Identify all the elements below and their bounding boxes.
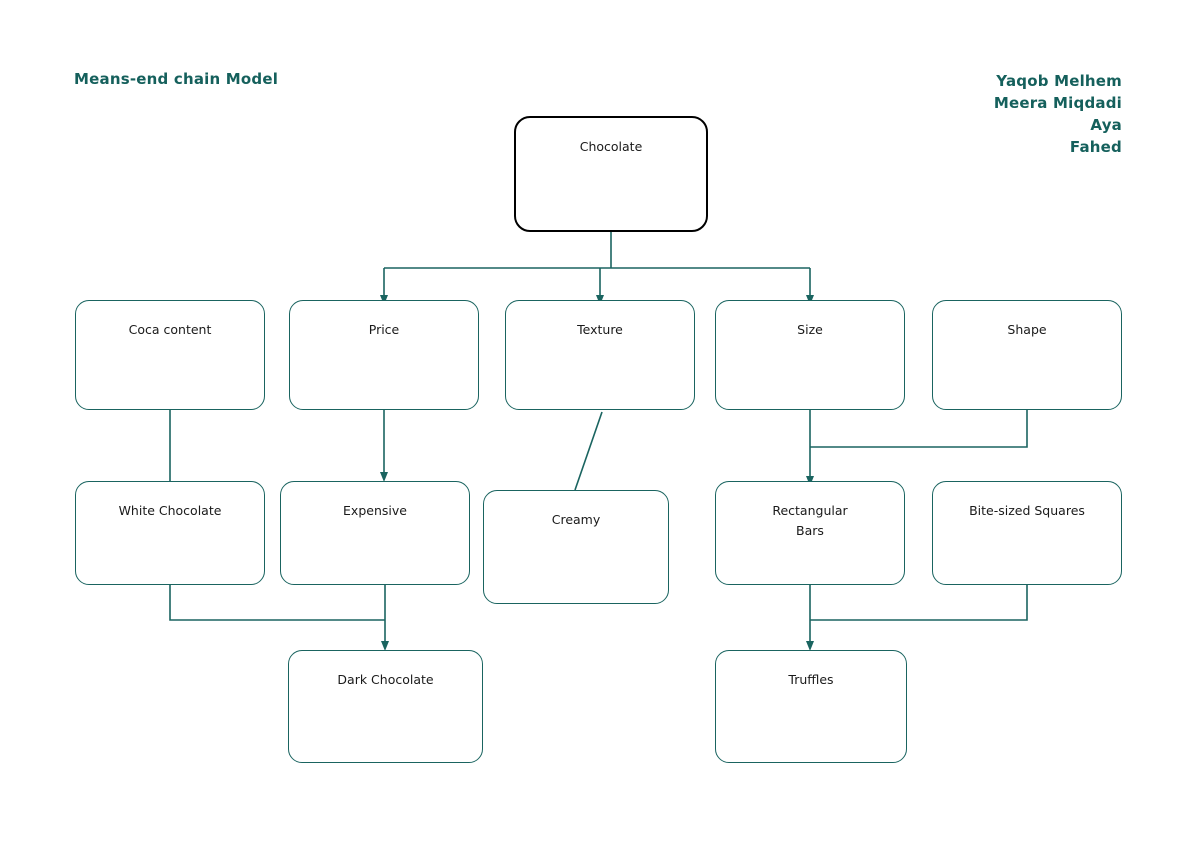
author-name: Meera Miqdadi (993, 94, 1122, 112)
node-size[interactable]: Size (715, 300, 905, 410)
node-label: Size (797, 322, 823, 337)
node-bite-sized-squares[interactable]: Bite-sized Squares (932, 481, 1122, 585)
node-label: Shape (1007, 322, 1047, 337)
edge-shape-rect (810, 410, 1028, 448)
node-label: Bite-sized Squares (969, 503, 1085, 518)
node-dark-chocolate[interactable]: Dark Chocolate (288, 650, 483, 763)
page-title: Means-end chain Model (74, 70, 279, 88)
node-texture[interactable]: Texture (505, 300, 695, 410)
node-label: Dark Chocolate (337, 672, 434, 687)
node-label: Price (368, 322, 400, 337)
node-label: White Chocolate (118, 503, 222, 518)
node-truffles[interactable]: Truffles (715, 650, 907, 763)
edge-texture-creamy (574, 411, 603, 491)
author-name: Aya (1090, 116, 1122, 134)
author-name: Fahed (1069, 138, 1122, 156)
node-label: Creamy (551, 512, 601, 527)
node-white-chocolate[interactable]: White Chocolate (75, 481, 265, 585)
edge-bite-truffles (810, 585, 1028, 621)
node-shape[interactable]: Shape (932, 300, 1122, 410)
node-label: Truffles (788, 672, 834, 687)
node-label: Chocolate (579, 139, 643, 154)
node-label: Rectangular Bars (772, 503, 848, 538)
node-chocolate[interactable]: Chocolate (514, 116, 708, 232)
author-name: Yaqob Melhem (996, 72, 1122, 90)
node-expensive[interactable]: Expensive (280, 481, 470, 585)
node-creamy[interactable]: Creamy (483, 490, 669, 604)
edge-white-dark (169, 585, 385, 621)
node-price[interactable]: Price (289, 300, 479, 410)
author-list: Yaqob Melhem Meera Miqdadi Aya Fahed (994, 70, 1122, 158)
node-rectangular-bars[interactable]: Rectangular Bars (715, 481, 905, 585)
node-coca-content[interactable]: Coca content (75, 300, 265, 410)
node-label: Texture (577, 322, 623, 337)
node-label: Expensive (343, 503, 407, 518)
node-label: Coca content (128, 322, 212, 337)
